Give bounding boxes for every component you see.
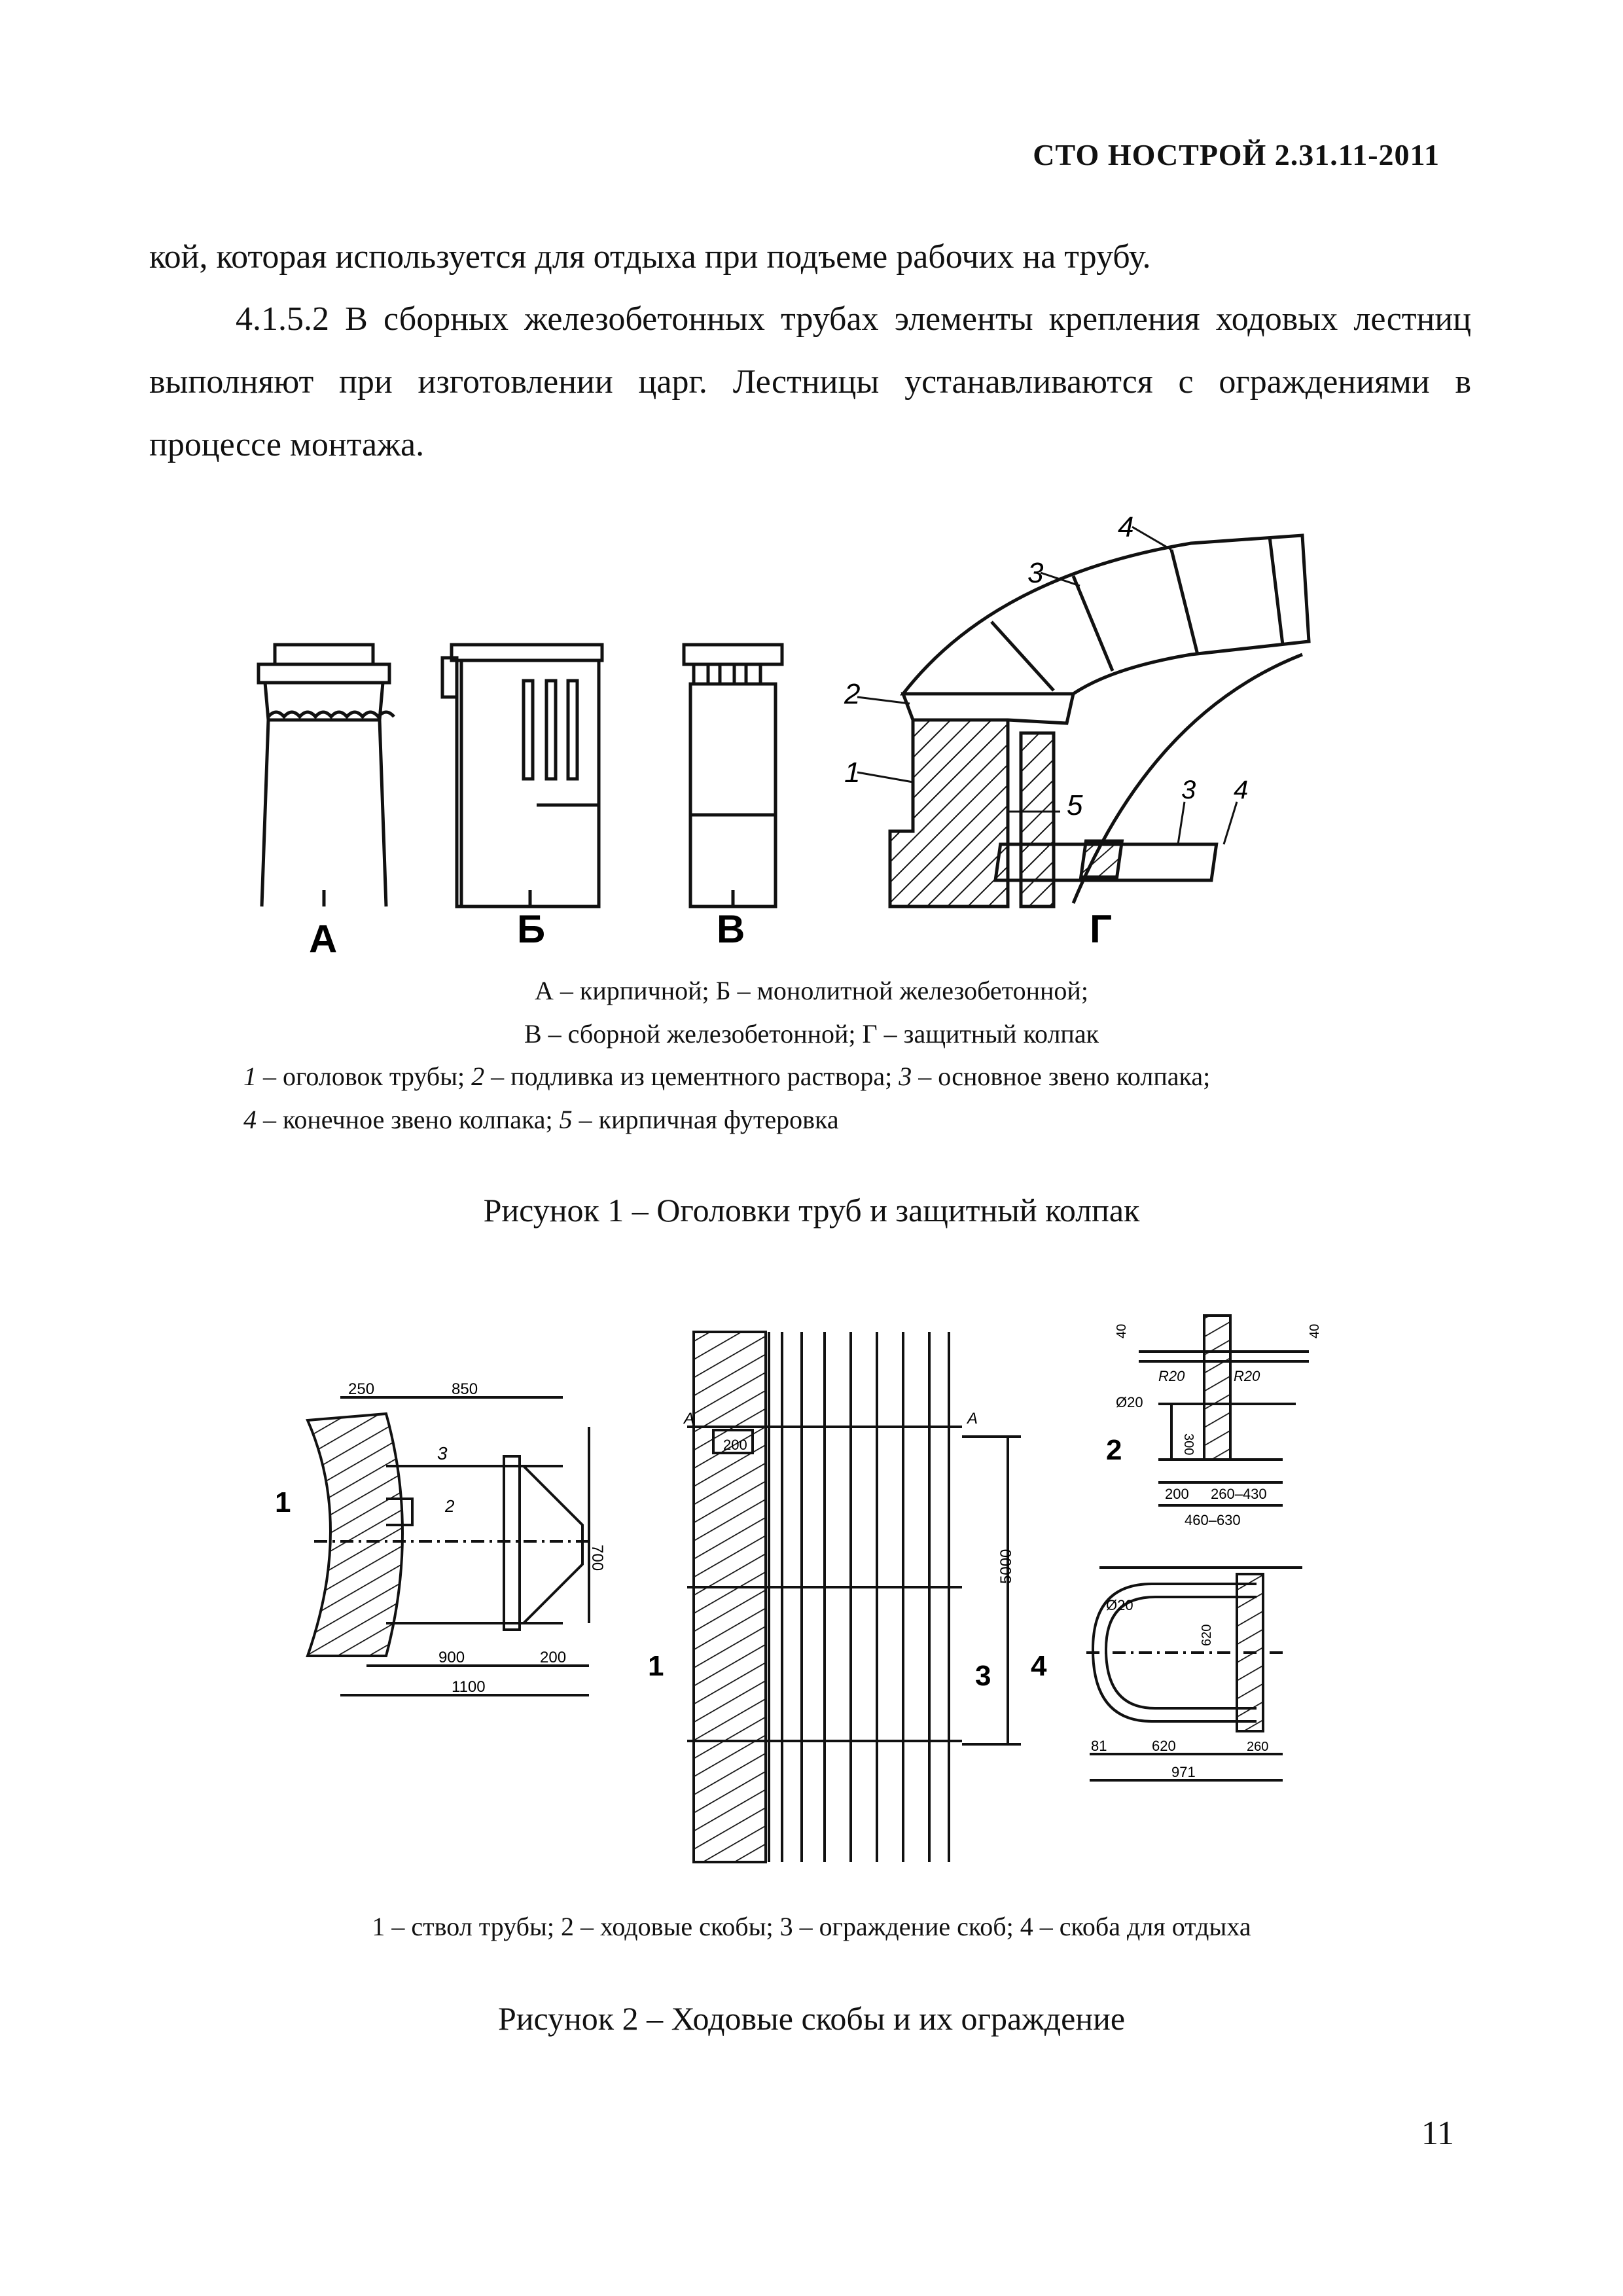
chimney-v-precast xyxy=(682,643,784,908)
plan-num-1: 1 xyxy=(275,1486,291,1518)
ladder-elevation xyxy=(687,1331,1021,1863)
dim-1100: 1100 xyxy=(452,1678,486,1696)
dim-620-a: 620 xyxy=(1200,1624,1214,1646)
dim-5000: 5000 xyxy=(997,1549,1015,1584)
paragraph-4-1-5-2: 4.1.5.2 В сборных железобетонных трубах … xyxy=(149,300,1471,463)
dim-40-b: 40 xyxy=(1308,1324,1322,1338)
figure-2-title: Рисунок 2 – Ходовые скобы и их ограждени… xyxy=(497,2000,1126,2037)
section-a-left: А xyxy=(683,1410,694,1427)
elev-num-1: 1 xyxy=(648,1650,664,1682)
dim-phi20-b: Ø20 xyxy=(1106,1597,1133,1613)
dim-300: 300 xyxy=(1181,1433,1196,1455)
plan-num-2: 2 xyxy=(444,1496,455,1516)
chimney-b-monolithic xyxy=(440,643,604,908)
figure-2-caption: 1 – ствол трубы; 2 – ходовые скобы; 3 – … xyxy=(372,1912,1251,1941)
label-a: А xyxy=(309,917,337,961)
detail-num-4: 4 xyxy=(1031,1650,1047,1682)
dim-phi20-a: Ø20 xyxy=(1116,1394,1143,1410)
dim-200: 200 xyxy=(540,1649,566,1666)
paragraph-continuation: кой, которая используется для отдыха при… xyxy=(149,238,1151,276)
dim-900: 900 xyxy=(438,1649,465,1666)
dim-40-a: 40 xyxy=(1115,1324,1129,1338)
figure-1-title: Рисунок 1 – Оголовки труб и защитный кол… xyxy=(483,1192,1140,1229)
cap-num-2: 2 xyxy=(844,678,860,710)
figure-2-drawing: 250 850 700 900 200 1100 1 3 2 200 5000 … xyxy=(275,1314,1322,1863)
dim-250: 250 xyxy=(348,1380,374,1398)
plan-num-3: 3 xyxy=(437,1443,448,1463)
figure-1-legend: 1 – оголовок трубы; 2 – подливка из цеме… xyxy=(243,1055,1210,1141)
cap-num-1: 1 xyxy=(844,757,860,789)
cap-num-3: 3 xyxy=(1027,557,1044,589)
chimney-a-brick xyxy=(257,643,395,907)
cap-detail-4: 4 xyxy=(1234,776,1248,804)
page-number: 11 xyxy=(1421,2115,1454,2152)
section-a-right: А xyxy=(966,1410,978,1427)
cap-num-5: 5 xyxy=(1067,789,1083,821)
rung-plan-view xyxy=(306,1396,590,1696)
elev-num-3: 3 xyxy=(975,1660,991,1692)
dim-81: 81 xyxy=(1091,1738,1107,1754)
walking-bracket-detail xyxy=(1139,1314,1309,1507)
dim-460-630: 460–630 xyxy=(1185,1512,1241,1528)
protective-cap-g xyxy=(888,533,1311,908)
cap-num-4: 4 xyxy=(1118,511,1133,543)
dim-200-b: 200 xyxy=(723,1437,747,1453)
dim-260: 260 xyxy=(1247,1740,1268,1754)
document-code: СТО НОСТРОЙ 2.31.11-2011 xyxy=(1033,138,1440,171)
label-g: Г xyxy=(1090,907,1112,951)
rest-bracket-detail xyxy=(1086,1566,1302,1782)
legend-line-2: 4 – конечное звено колпака; 5 – кирпична… xyxy=(243,1105,839,1134)
legend-line-1: 1 – оголовок трубы; 2 – подливка из цеме… xyxy=(243,1062,1211,1091)
dim-200-c: 200 xyxy=(1165,1486,1189,1502)
detail-num-2: 2 xyxy=(1106,1434,1122,1466)
dim-620-b: 620 xyxy=(1152,1738,1176,1754)
label-b: Б xyxy=(517,907,545,951)
figure-1-caption-line1: А – кирпичной; Б – монолитной железобето… xyxy=(535,976,1088,1005)
dim-971: 971 xyxy=(1171,1764,1196,1780)
dim-850: 850 xyxy=(452,1380,478,1398)
figure-1-drawing: А Б В xyxy=(257,511,1311,961)
cap-detail-3: 3 xyxy=(1181,776,1196,804)
dim-r20-b: R20 xyxy=(1234,1368,1260,1384)
dim-700: 700 xyxy=(588,1545,606,1571)
label-v: В xyxy=(717,907,745,951)
dim-r20-a: R20 xyxy=(1158,1368,1185,1384)
dim-260-430: 260–430 xyxy=(1211,1486,1267,1502)
figure-1-caption-line2: В – сборной железобетонной; Г – защитный… xyxy=(524,1019,1099,1049)
